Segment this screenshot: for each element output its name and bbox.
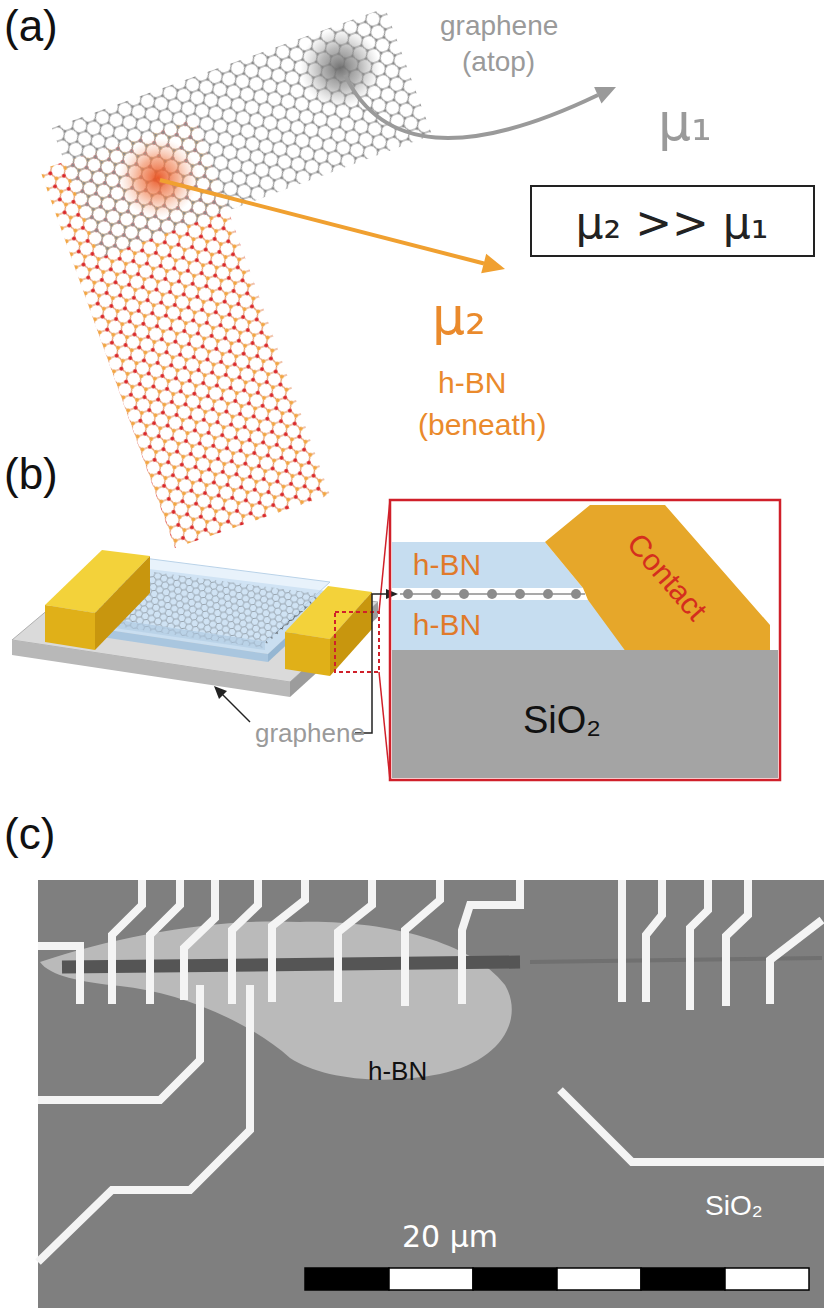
material-note: (beneath) [418, 410, 546, 440]
scale-bar [305, 1268, 809, 1290]
material-note: (atop) [462, 48, 535, 76]
node-shape [545, 505, 770, 660]
inset-graphene-atoms [403, 589, 581, 599]
node-text: μ₂ >> μ₁ [576, 201, 769, 245]
graphene-stripe [62, 962, 520, 967]
right-contact-front [285, 632, 330, 676]
illustration-part [272, 880, 305, 1002]
hbn-trajectory [160, 180, 484, 264]
graphene-pointer [222, 694, 250, 722]
hbn-arrowhead [481, 254, 505, 273]
illustration-part [560, 1090, 824, 1162]
graphene-carrier-blob [300, 28, 380, 108]
micrograph-background [38, 880, 824, 1308]
hbn-carrier-blob [118, 138, 198, 218]
illustration-part [543, 589, 553, 599]
illustration-part [618, 880, 626, 1002]
illustration-part [150, 880, 180, 1004]
illustration-part [557, 1268, 641, 1290]
illustration-part [571, 589, 581, 599]
node-text: SiO₂ [523, 701, 601, 739]
illustration-part [641, 1268, 725, 1290]
illustration-part [725, 1268, 809, 1290]
illustration-part [515, 589, 525, 599]
illustration-part [690, 880, 708, 1010]
flake-label: h-BN [368, 1058, 427, 1084]
contact-electrode: Contact [545, 505, 770, 660]
illustration-part [38, 985, 250, 1262]
substrate-label: SiO₂ [705, 1192, 763, 1220]
zoom-leader [379, 672, 390, 780]
illustration-part [473, 1268, 557, 1290]
illustration-part [232, 880, 258, 1004]
mobility-label: μ₂ [432, 290, 486, 342]
panel-label: (c) [4, 812, 55, 856]
illustration-part [459, 589, 469, 599]
graphene-trajectory [345, 75, 598, 138]
illustration-part [646, 880, 662, 1002]
mobility-ratio-box: μ₂ >> μ₁ [530, 185, 815, 257]
panel-label: (a) [4, 4, 58, 48]
illustration-part [389, 1268, 473, 1290]
graphene-pointer-head [214, 686, 227, 699]
graphene-bracket [355, 594, 388, 733]
illustration-part [487, 589, 497, 599]
illustration-part [770, 920, 822, 1004]
illustration-part [305, 1268, 389, 1290]
illustration-part [184, 880, 215, 1000]
graphene-bracket-head [386, 589, 398, 599]
electrodes [38, 880, 824, 1262]
graphene-ribbon-bg [52, 8, 432, 258]
illustration-part [405, 880, 440, 1006]
node-text: h-BN [413, 550, 481, 580]
material-label: graphene [440, 12, 558, 40]
illustration-part [112, 880, 142, 1004]
right-contact-side [330, 592, 372, 676]
left-contact-side [95, 556, 150, 650]
node-text: h-BN [413, 610, 481, 640]
left-contact-front [45, 605, 95, 650]
material-label: graphene [255, 720, 365, 746]
graphene-lattice [52, 8, 432, 258]
mobility-label: μ₁ [658, 96, 712, 148]
material-label: h-BN [438, 368, 506, 398]
substrate-layer: SiO₂ [392, 650, 778, 778]
illustration-part [403, 589, 413, 599]
inset-frame [390, 500, 780, 780]
illustration-part [38, 985, 200, 1100]
illustration-part [431, 589, 441, 599]
illustration-part [726, 880, 748, 1006]
scale-label: 20 μm [402, 1222, 498, 1252]
panel-label: (b) [4, 452, 58, 496]
graphene-arrowhead [594, 87, 616, 103]
illustration-part [38, 946, 80, 1004]
illustration-part [338, 880, 372, 1002]
illustration-part [462, 880, 520, 1004]
